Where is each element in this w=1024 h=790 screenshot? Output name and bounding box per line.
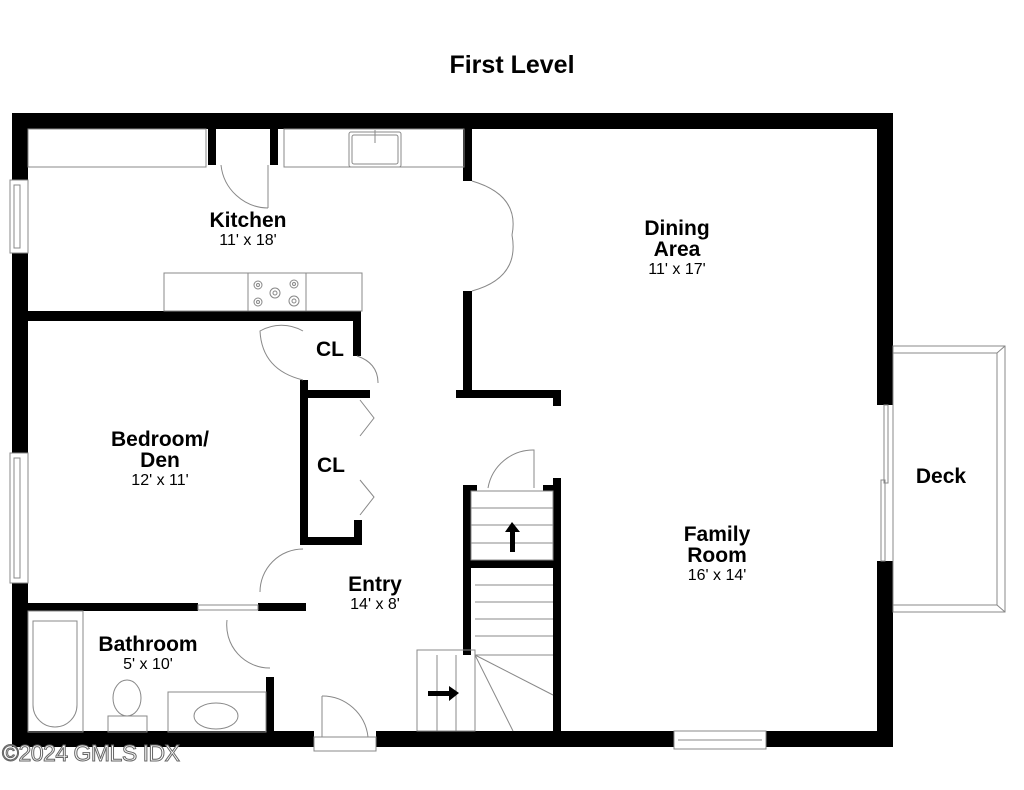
stair-arrows bbox=[428, 522, 520, 701]
room-name-line1: Dining bbox=[644, 217, 710, 240]
room-name-line1: Bedroom/ bbox=[110, 428, 209, 451]
room-name-line2: Den bbox=[140, 449, 180, 472]
room-family-room: Family Room 16' x 14' bbox=[657, 524, 777, 584]
room-name-line2: Area bbox=[653, 238, 701, 261]
room-deck: Deck bbox=[900, 466, 982, 487]
room-bathroom: Bathroom 5' x 10' bbox=[83, 634, 213, 673]
room-dining-area: Dining Area 11' x 17' bbox=[617, 218, 737, 278]
room-name-line1: Family bbox=[683, 523, 751, 546]
room-name: CL bbox=[316, 338, 344, 361]
room-name: CL bbox=[317, 454, 345, 477]
room-dimensions: 14' x 8' bbox=[350, 596, 400, 613]
room-bedroom-den: Bedroom/ Den 12' x 11' bbox=[90, 429, 230, 489]
room-dimensions: 5' x 10' bbox=[123, 656, 173, 673]
room-name: Kitchen bbox=[209, 209, 287, 232]
floor-title: First Level bbox=[449, 51, 575, 79]
room-name: Bathroom bbox=[98, 633, 198, 656]
room-dimensions: 11' x 17' bbox=[648, 261, 706, 278]
room-kitchen: Kitchen 11' x 18' bbox=[188, 210, 308, 249]
room-dimensions: 11' x 18' bbox=[219, 232, 277, 249]
room-name: Entry bbox=[348, 573, 402, 596]
room-entry: Entry 14' x 8' bbox=[315, 574, 435, 613]
arrow-up-icon bbox=[505, 522, 520, 552]
room-closet-lower: CL bbox=[306, 455, 356, 476]
copyright-watermark: ©2024 GMLS IDX bbox=[1, 740, 180, 767]
room-dimensions: 16' x 14' bbox=[687, 567, 747, 584]
room-closet-upper: CL bbox=[305, 339, 355, 360]
interior-walls bbox=[28, 129, 561, 733]
room-name: Deck bbox=[915, 465, 967, 488]
arrow-right-icon bbox=[428, 686, 459, 701]
exterior-walls bbox=[12, 113, 893, 747]
fixtures bbox=[9, 128, 1006, 752]
room-name-line2: Room bbox=[687, 544, 747, 567]
room-dimensions: 12' x 11' bbox=[131, 472, 189, 489]
